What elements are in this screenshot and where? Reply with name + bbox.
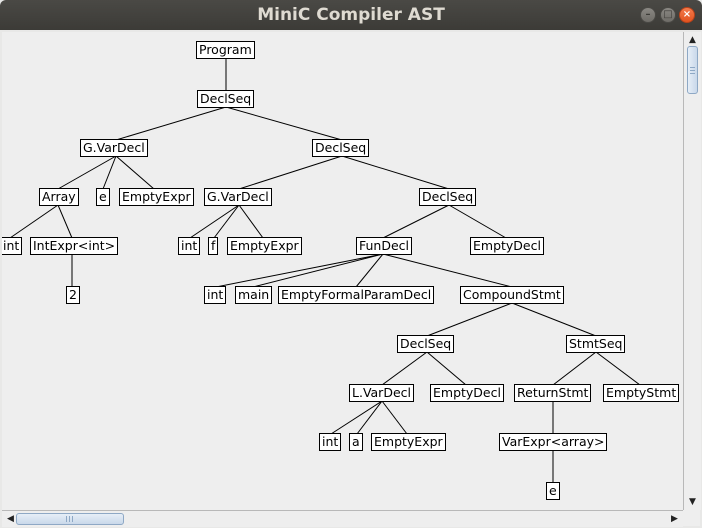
ast-node-emptyexpr[interactable]: EmptyExpr: [227, 237, 302, 255]
edge: [215, 253, 384, 288]
ast-node-identifier[interactable]: e: [546, 482, 560, 500]
ast-node-intexpr[interactable]: IntExpr<int>: [30, 237, 119, 255]
title-bar[interactable]: MiniC Compiler AST – □ ×: [0, 0, 702, 30]
ast-node-emptyformalparamdecl[interactable]: EmptyFormalParamDecl: [278, 286, 435, 304]
edge: [102, 155, 117, 190]
ast-node-array[interactable]: Array: [39, 188, 79, 206]
ast-node-emptystmt[interactable]: EmptyStmt: [603, 384, 680, 402]
edge: [238, 204, 264, 239]
edge: [552, 351, 597, 386]
edge: [381, 400, 408, 435]
window-title: MiniC Compiler AST: [257, 5, 445, 25]
edge: [57, 155, 117, 190]
ast-node-gvardecl[interactable]: G.VarDecl: [80, 139, 148, 157]
ast-node-identifier[interactable]: main: [235, 286, 273, 304]
ast-node-identifier[interactable]: a: [349, 433, 363, 451]
ast-node-lvardecl[interactable]: L.VarDecl: [349, 384, 414, 402]
ast-node-program[interactable]: Program: [196, 41, 255, 59]
ast-node-varexpr[interactable]: VarExpr<array>: [499, 433, 608, 451]
edge: [189, 204, 240, 239]
ast-node-identifier[interactable]: e: [96, 188, 110, 206]
ast-node-int-literal[interactable]: 2: [66, 286, 80, 304]
edge: [511, 302, 597, 337]
ast-node-returnstmt[interactable]: ReturnStmt: [514, 384, 592, 402]
ast-node-int[interactable]: int: [204, 286, 227, 304]
horizontal-scrollbar[interactable]: ◀ ▶: [2, 510, 683, 527]
edge: [381, 351, 428, 386]
edge: [448, 204, 507, 239]
ast-node-declseq[interactable]: DeclSeq: [312, 139, 370, 157]
ast-node-gvardecl[interactable]: G.VarDecl: [204, 188, 272, 206]
vertical-scroll-thumb[interactable]: [687, 46, 698, 94]
ast-node-identifier[interactable]: f: [208, 237, 219, 255]
edge: [382, 253, 513, 288]
edge: [355, 253, 384, 288]
ast-node-int[interactable]: int: [2, 237, 23, 255]
edge: [115, 106, 227, 141]
scrollbar-corner: [683, 510, 700, 526]
ast-node-int[interactable]: int: [319, 433, 342, 451]
ast-node-fundecl[interactable]: FunDecl: [356, 237, 413, 255]
edge: [426, 302, 513, 337]
ast-node-declseq[interactable]: DeclSeq: [419, 188, 477, 206]
edge: [57, 204, 73, 239]
edge: [595, 351, 641, 386]
ast-node-emptyexpr[interactable]: EmptyExpr: [371, 433, 446, 451]
edge: [330, 400, 383, 435]
ast-node-emptydecl[interactable]: EmptyDecl: [430, 384, 504, 402]
scroll-up-arrow-icon[interactable]: ▲: [689, 35, 696, 45]
ast-node-stmtseq[interactable]: StmtSeq: [566, 335, 626, 353]
edge: [252, 253, 384, 288]
edge: [225, 106, 343, 141]
ast-node-emptydecl[interactable]: EmptyDecl: [470, 237, 544, 255]
maximize-button[interactable]: □: [660, 7, 676, 23]
ast-node-emptyexpr[interactable]: EmptyExpr: [119, 188, 194, 206]
ast-edges: [9, 58, 641, 483]
ast-node-int[interactable]: int: [178, 237, 201, 255]
edge: [356, 400, 383, 435]
scroll-right-arrow-icon[interactable]: ▶: [671, 514, 678, 524]
ast-node-declseq[interactable]: DeclSeq: [197, 90, 255, 108]
horizontal-scroll-thumb[interactable]: [16, 513, 124, 525]
minimize-button[interactable]: –: [640, 7, 656, 23]
ast-canvas: Program DeclSeq G.VarDecl DeclSeq Array …: [2, 32, 683, 510]
ast-node-compoundstmt[interactable]: CompoundStmt: [460, 286, 564, 304]
ast-node-declseq[interactable]: DeclSeq: [397, 335, 455, 353]
edge: [115, 155, 155, 190]
edge: [426, 351, 467, 386]
scroll-down-arrow-icon[interactable]: ▼: [689, 497, 696, 507]
edge: [238, 155, 343, 190]
close-button[interactable]: ×: [679, 7, 695, 23]
scroll-left-arrow-icon[interactable]: ◀: [7, 514, 14, 524]
edge: [341, 155, 450, 190]
edge: [9, 204, 59, 239]
edge: [213, 204, 240, 239]
vertical-scrollbar[interactable]: ▲ ▼: [683, 32, 701, 510]
edge: [382, 204, 450, 239]
